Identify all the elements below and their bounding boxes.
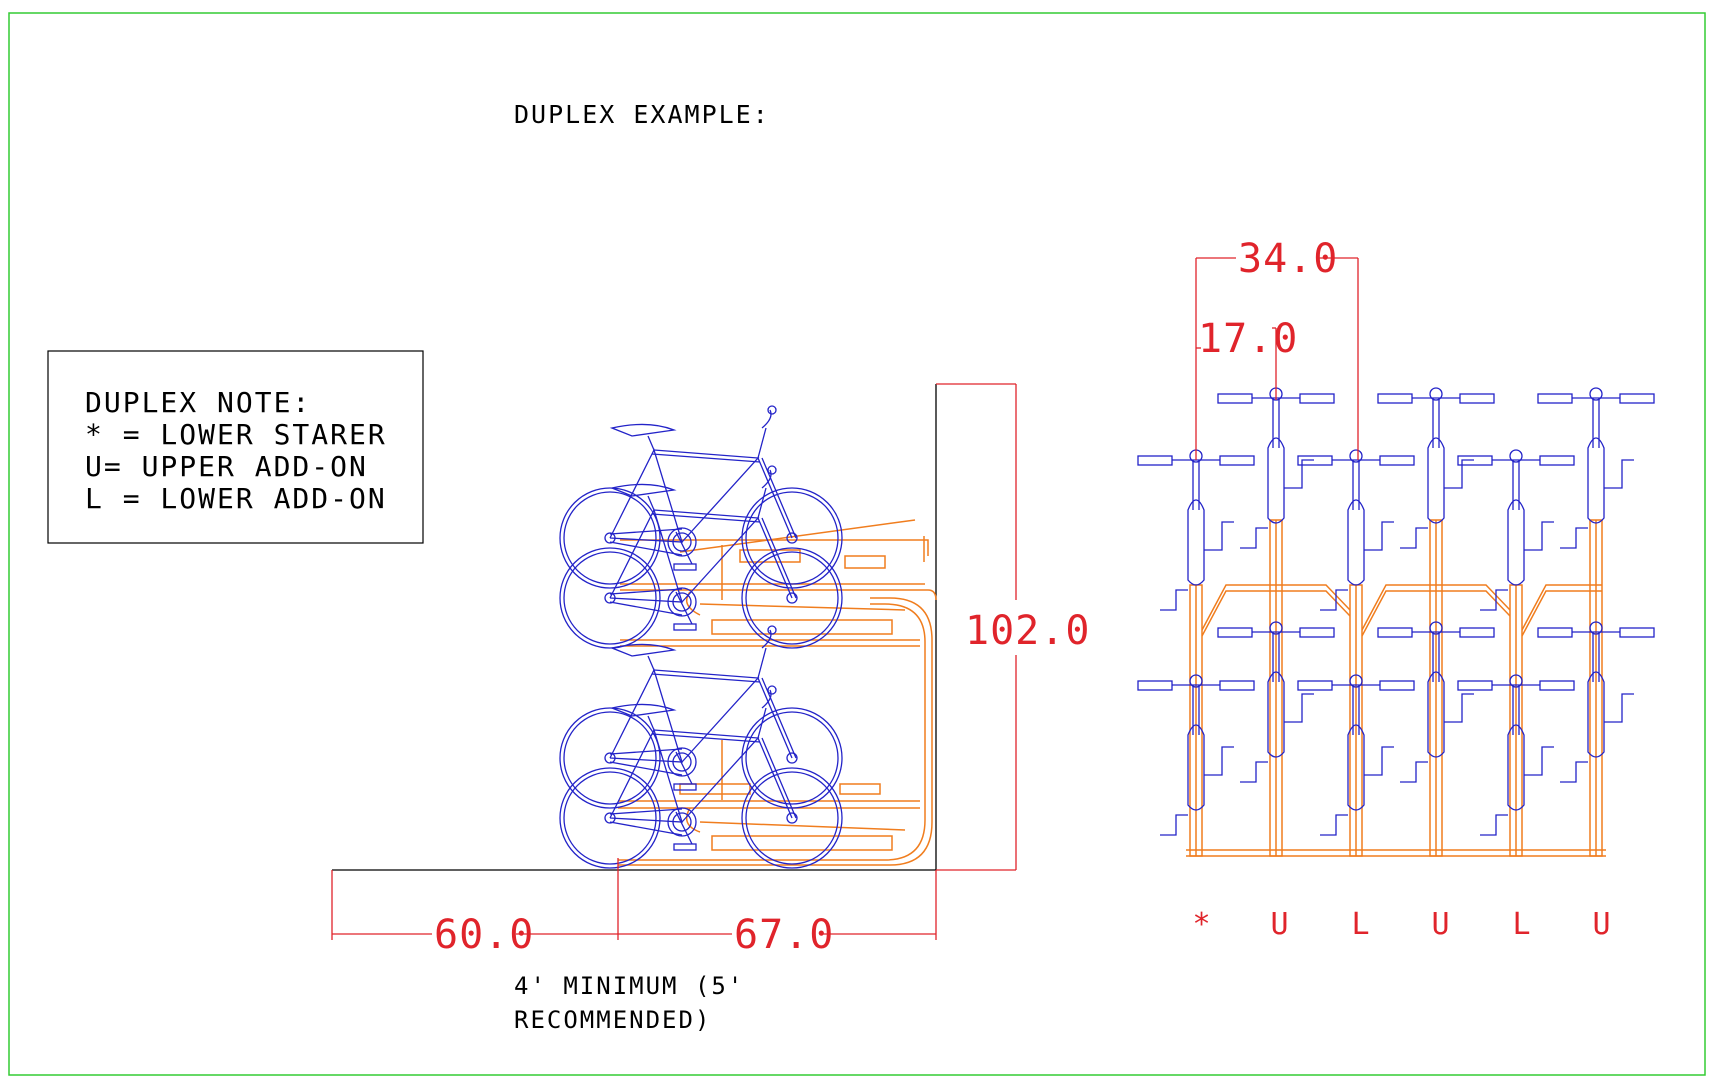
front-bicycle (1377, 621, 1495, 783)
dim-aisle-value: 60.0 (434, 912, 534, 958)
side-bicycles (559, 405, 843, 869)
duplex-note-box: DUPLEX NOTE: * = LOWER STARER U= UPPER A… (47, 350, 424, 544)
rack-position-labels: * U L U L U (1192, 907, 1611, 942)
front-bicycle (1377, 387, 1495, 549)
rack-label-2: U (1270, 907, 1289, 942)
front-bicycle (1137, 674, 1255, 836)
front-bicycle (1137, 449, 1255, 611)
rack-label-6: U (1592, 907, 1611, 942)
dim-spacing-half-value: 17.0 (1198, 316, 1298, 362)
side-bicycle (559, 465, 843, 649)
note-line-starter: * = LOWER STARER (85, 418, 387, 451)
rack-label-5: L (1512, 907, 1531, 942)
aisle-note-line-1: 4' MINIMUM (5' (514, 972, 744, 1000)
note-heading: DUPLEX NOTE: (85, 386, 311, 419)
front-bicycle (1537, 387, 1655, 549)
front-bicycle (1457, 449, 1575, 611)
rack-label-3: L (1351, 907, 1370, 942)
side-elevation (332, 384, 937, 871)
front-bicycle (1457, 674, 1575, 836)
front-bicycle (1537, 621, 1655, 783)
side-rack-frame (618, 519, 937, 866)
front-bicycles (1137, 387, 1655, 836)
front-rack-frame (1186, 519, 1606, 857)
front-bicycle (1297, 449, 1415, 611)
side-bicycle (559, 685, 843, 869)
front-bicycle (1217, 621, 1335, 783)
drawing-title: DUPLEX EXAMPLE: (514, 100, 770, 129)
front-elevation (1137, 387, 1655, 857)
dim-depth-value: 67.0 (734, 912, 834, 958)
aisle-note-line-2: RECOMMENDED) (514, 1006, 711, 1034)
side-bicycle (559, 625, 843, 809)
drawing-border (8, 12, 1706, 1076)
note-line-lower: L = LOWER ADD-ON (85, 482, 387, 515)
front-bicycle (1297, 674, 1415, 836)
note-line-upper: U= UPPER ADD-ON (85, 450, 368, 483)
dim-height-value: 102.0 (965, 608, 1090, 654)
rack-label-4: U (1431, 907, 1450, 942)
dim-spacing-full-value: 34.0 (1238, 236, 1338, 282)
rack-label-1: * (1192, 907, 1211, 942)
dimension-lines (331, 257, 1359, 940)
